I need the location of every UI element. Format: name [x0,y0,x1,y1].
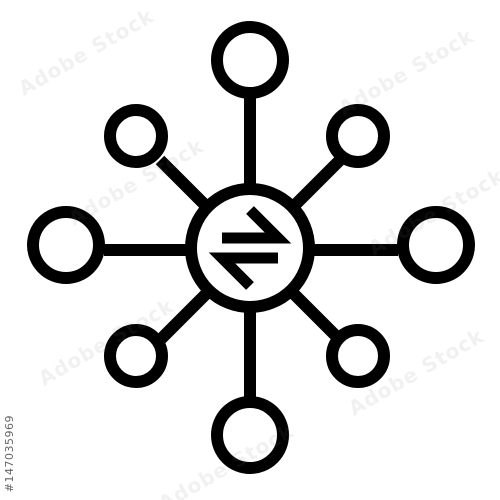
exchange-arrows-icon [208,206,292,290]
connector-line-bottom-left [155,287,213,345]
node-bottom [211,396,289,474]
connector-line-bottom-right [287,287,345,345]
node-left [27,206,105,284]
node-bottom-left [104,324,168,388]
hub-circle [185,183,315,313]
connector-line-top-right [287,155,345,213]
node-top [211,21,289,99]
arrow-lower [208,252,278,290]
connector-line-top-left [155,155,213,213]
node-top-left [104,104,168,168]
node-top-right [326,104,390,168]
arrow-upper [222,206,292,244]
node-right [397,206,475,284]
stock-id-label: #147035969 [3,414,16,492]
node-bottom-right [326,324,390,388]
